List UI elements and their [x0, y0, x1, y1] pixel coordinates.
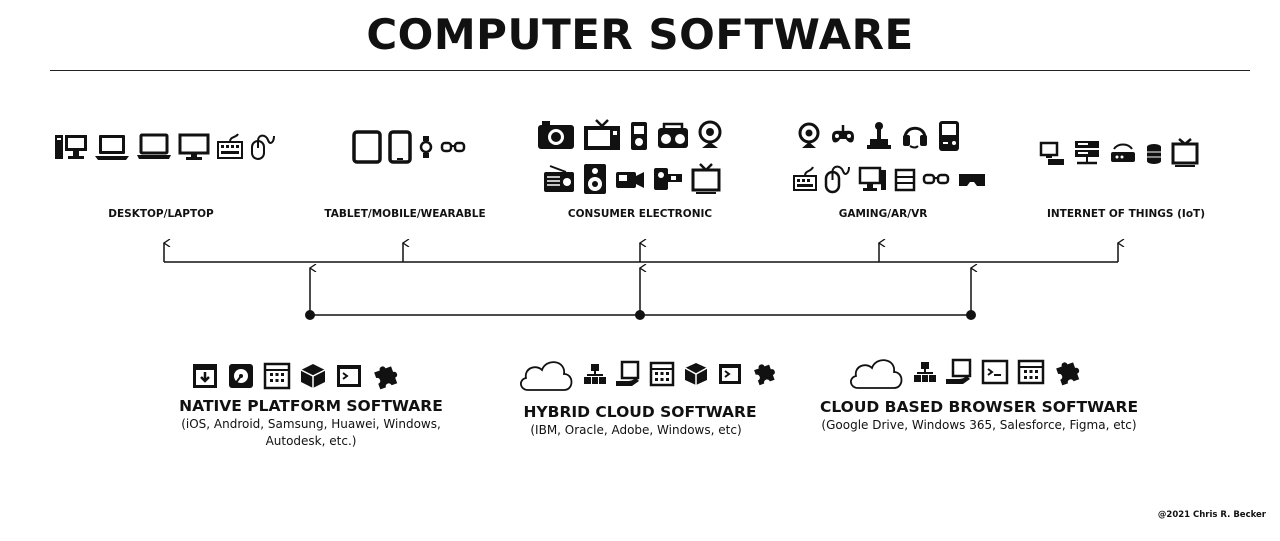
category-label-desktop-laptop: DESKTOP/LAPTOP	[108, 208, 214, 220]
app-grid-window-icon	[648, 359, 676, 389]
cloud-icon	[516, 352, 576, 396]
software-subtitle-cloud-browser: (Google Drive, Windows 365, Salesforce, …	[819, 417, 1139, 434]
tablet-mobile-wearable-icons	[352, 129, 466, 165]
package-icon	[298, 361, 328, 391]
smartwatch-icon	[418, 132, 434, 162]
ar-glasses-icon	[922, 162, 950, 196]
server-rack-icon	[1072, 137, 1102, 169]
app-grid-window-icon	[262, 361, 292, 391]
page-title: COMPUTER SOFTWARE	[366, 10, 914, 59]
webcam-icon	[796, 119, 822, 153]
title-divider	[50, 70, 1250, 71]
database-icon	[1144, 137, 1164, 169]
terminal-icon	[716, 359, 744, 389]
tv-set-icon	[1170, 137, 1200, 169]
console-window-icon	[980, 357, 1010, 387]
consumer-electronic-icons-top	[536, 117, 724, 153]
native-software-icons	[190, 358, 400, 394]
smart-glasses-icon	[440, 132, 466, 162]
camera-icon	[536, 118, 576, 152]
laptop-open-icon	[136, 132, 172, 162]
category-label-consumer-electronic: CONSUMER ELECTRONIC	[567, 208, 713, 220]
boombox-icon	[656, 118, 690, 152]
terminal-icon	[334, 361, 364, 391]
puzzle-icon	[1052, 357, 1082, 387]
router-icon	[1108, 137, 1138, 169]
desktop-tower-icon	[858, 162, 888, 196]
app-grid-window-icon	[1016, 357, 1046, 387]
software-subtitle-native-line1: (iOS, Android, Samsung, Huawei, Windows,	[181, 417, 441, 431]
iot-icons	[1038, 135, 1200, 171]
software-title-cloud-browser: CLOUD BASED BROWSER SOFTWARE	[819, 398, 1139, 416]
hybrid-software-icons	[516, 352, 778, 396]
network-computer-icon	[1038, 137, 1066, 169]
cloud-icon	[846, 350, 906, 394]
gaming-ar-vr-icons-top	[796, 118, 962, 154]
download-window-icon	[190, 361, 220, 391]
laptop-icon	[94, 132, 130, 162]
hand-device-icon	[944, 357, 974, 387]
mouse-icon	[250, 132, 276, 162]
handheld-console-icon	[936, 119, 962, 153]
puzzle-icon	[750, 359, 778, 389]
cloud-browser-software-icons	[846, 350, 1082, 394]
mouse-icon	[824, 162, 852, 196]
category-label-gaming-ar-vr: GAMING/AR/VR	[838, 208, 928, 220]
software-subtitle-cloud-browser-line1: (Google Drive, Windows 365, Salesforce, …	[821, 418, 1137, 432]
monitor-icon	[178, 132, 210, 162]
keyboard-icon	[792, 162, 818, 196]
gaming-ar-vr-icons-bottom	[792, 161, 988, 197]
webcam-icon	[696, 118, 724, 152]
node-hybrid	[635, 310, 645, 320]
camcorder-icon	[614, 162, 646, 196]
gamepad-icon	[828, 119, 858, 153]
server-icon	[894, 162, 916, 196]
network-icon	[582, 359, 608, 389]
speaker-icon	[582, 162, 608, 196]
node-native	[305, 310, 315, 320]
node-cloud	[966, 310, 976, 320]
projector-icon	[652, 162, 684, 196]
media-player-icon	[628, 118, 650, 152]
hand-device-icon	[614, 359, 642, 389]
headset-icon	[900, 119, 930, 153]
software-subtitle-hybrid: (IBM, Oracle, Adobe, Windows, etc)	[486, 422, 786, 439]
puzzle-icon	[370, 361, 400, 391]
copyright-credit: @2021 Chris R. Becker	[1157, 510, 1266, 520]
joystick-icon	[864, 119, 894, 153]
keyboard-icon	[216, 132, 244, 162]
desktop-tower-icon	[54, 132, 88, 162]
category-label-iot: INTERNET OF THINGS (IoT)	[1046, 208, 1206, 220]
desktop-laptop-icons	[54, 129, 276, 165]
network-icon	[912, 357, 938, 387]
disk-drive-icon	[226, 361, 256, 391]
television-icon	[582, 118, 622, 152]
package-icon	[682, 359, 710, 389]
tablet-icon	[352, 130, 382, 164]
software-subtitle-native: (iOS, Android, Samsung, Huawei, Windows,…	[181, 416, 441, 450]
software-title-hybrid: HYBRID CLOUD SOFTWARE	[523, 403, 757, 421]
tv-set-icon	[690, 162, 722, 196]
consumer-electronic-icons-bottom	[542, 161, 722, 197]
category-label-tablet-mobile-wearable: TABLET/MOBILE/WEARABLE	[324, 208, 486, 220]
software-subtitle-native-line2: Autodesk, etc.)	[265, 434, 357, 448]
vr-headset-icon	[956, 162, 988, 196]
software-subtitle-hybrid-line1: (IBM, Oracle, Adobe, Windows, etc)	[530, 423, 742, 437]
radio-icon	[542, 162, 576, 196]
software-title-native: NATIVE PLATFORM SOFTWARE	[179, 397, 443, 415]
smartphone-icon	[388, 130, 412, 164]
